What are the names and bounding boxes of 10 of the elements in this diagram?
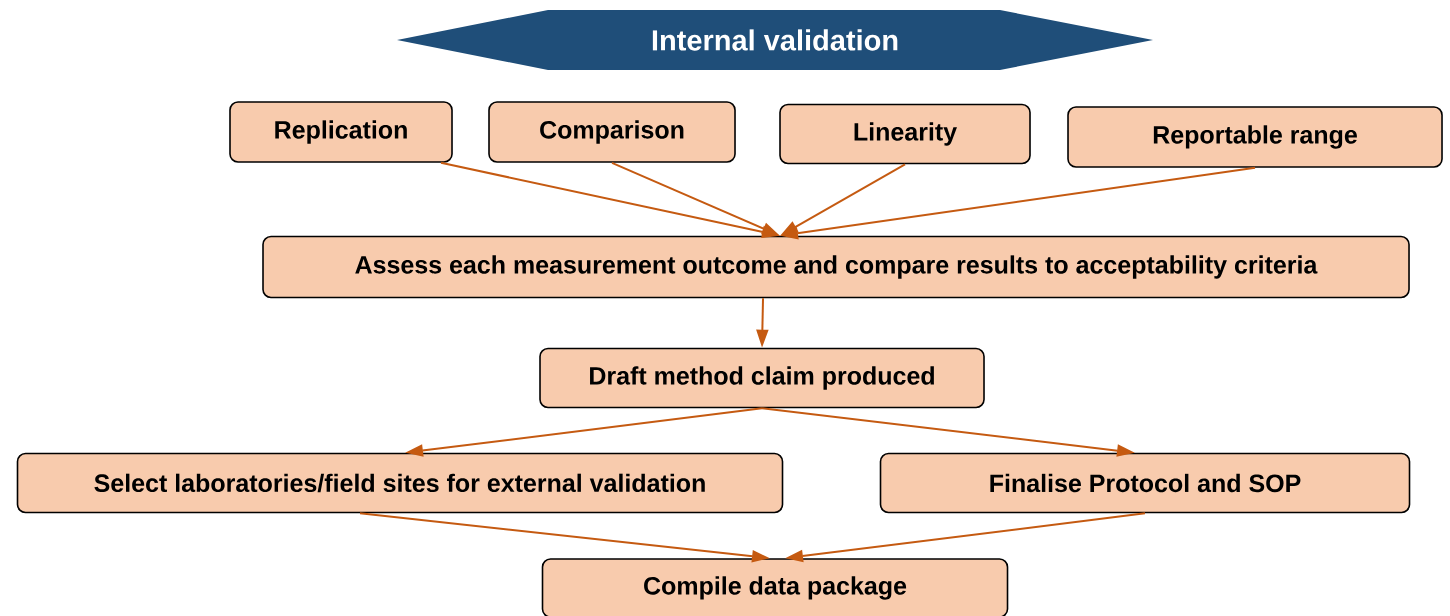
process-box: Compile data package bbox=[541, 558, 1009, 616]
process-box: Reportable range bbox=[1067, 106, 1443, 168]
process-box: Comparison bbox=[488, 101, 736, 163]
process-box: Replication bbox=[229, 101, 453, 163]
process-box: Draft method claim produced bbox=[539, 347, 985, 409]
process-box: Select laboratories/field sites for external validation bbox=[16, 452, 784, 514]
process-box: Linearity bbox=[779, 103, 1031, 165]
banner-hexagon: Internal validation bbox=[397, 10, 1153, 70]
process-box: Assess each measurement outcome and compare results to acceptability criteria bbox=[262, 235, 1410, 299]
process-box: Finalise Protocol and SOP bbox=[879, 452, 1411, 514]
